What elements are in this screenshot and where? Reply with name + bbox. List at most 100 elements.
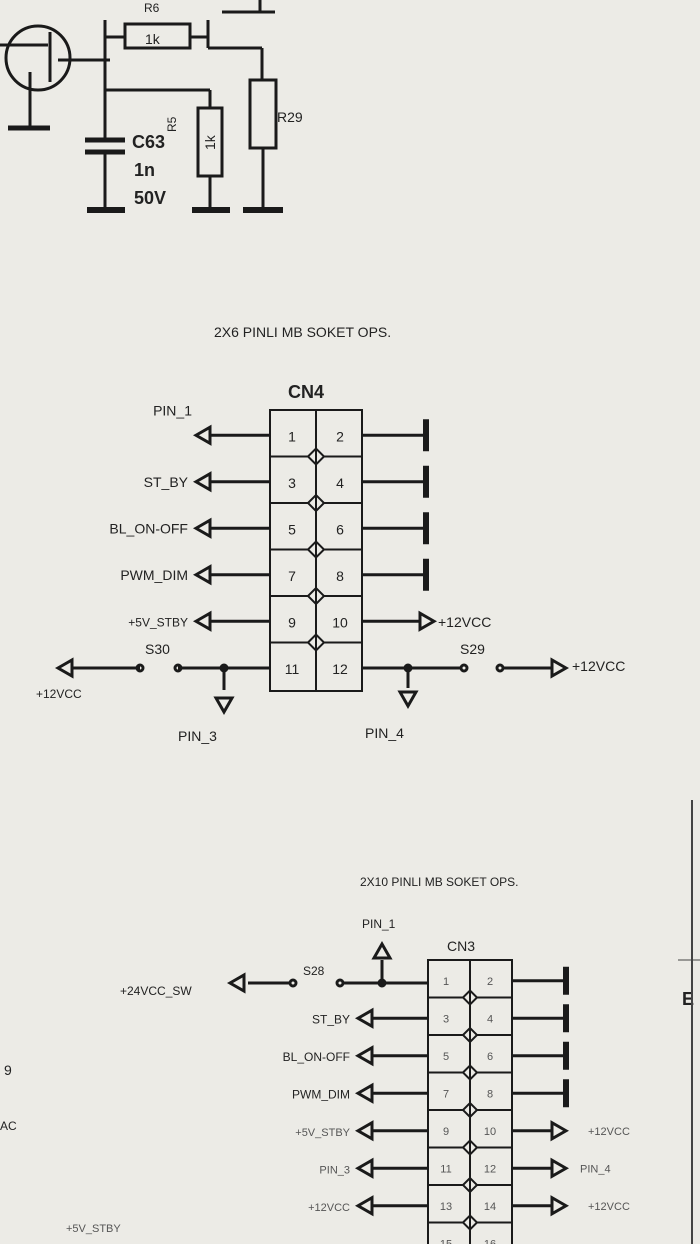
cn3-pin-number: 15	[440, 1238, 452, 1244]
cn4-pin4-arrow-icon	[397, 690, 419, 710]
cn3-wires	[248, 960, 569, 1208]
cn4-pin-diamond	[306, 447, 326, 466]
transistor-symbol	[4, 24, 72, 92]
cn4-title: 2X6 PINLI MB SOKET OPS.	[214, 324, 391, 340]
cn3-output-arrow-icon	[354, 1082, 374, 1104]
cn4-signal-label: PWM_DIM	[120, 567, 188, 583]
cn3-output-arrow-icon	[550, 1157, 570, 1179]
s28-label: S28	[303, 964, 325, 978]
cn3-pin-number: 9	[443, 1126, 449, 1138]
cn4-output-arrow-icon	[192, 564, 212, 586]
cn3-output-arrow-icon	[550, 1195, 570, 1217]
cn4-output-arrow-icon	[192, 424, 212, 446]
r-mid-id: R5	[165, 116, 179, 132]
cn3-signal-label: PIN_3	[319, 1164, 350, 1176]
cn4-s29-node	[459, 663, 469, 673]
cn4-left-power: +12VCC	[36, 687, 82, 701]
c63-value: 1n	[134, 160, 155, 180]
r6-value: 1k	[145, 31, 161, 47]
cn4-pin10-arrow-icon	[418, 610, 438, 632]
cn3-pin-diamond	[461, 1176, 479, 1194]
edge-left-9: 9	[4, 1062, 12, 1078]
cn3-pin-number: 3	[443, 1013, 449, 1025]
cn3-signal-label: +12VCC	[308, 1202, 350, 1214]
cn4-pin-number: 3	[288, 475, 296, 491]
cn4-pin3-arrow-icon	[213, 696, 235, 716]
cn4-pin-number: 9	[288, 614, 296, 630]
cn4-pin-number: 1	[288, 428, 296, 444]
cn4-output-arrow-icon	[192, 610, 212, 632]
cn3-output-arrow-icon	[354, 1157, 374, 1179]
cn3-signal-label: ST_BY	[312, 1012, 350, 1026]
cn3-output-arrow-icon	[550, 1120, 570, 1142]
cn4-pin3-label: PIN_3	[178, 728, 217, 744]
cn4-signal-label: PIN_1	[153, 402, 192, 418]
cn4-pin-number: 7	[288, 568, 296, 584]
cn3-pin-number: 4	[487, 1013, 493, 1025]
s30-label: S30	[145, 641, 170, 657]
cn3-pin-number: 5	[443, 1051, 449, 1063]
cn3-connector-body	[427, 959, 513, 1244]
cn3-bottom-left-label: +5V_STBY	[66, 1223, 121, 1235]
cn3-24v-input: +24VCC_SW	[120, 984, 192, 998]
cn3-pin-diamond	[461, 989, 479, 1006]
r-mid-value: 1k	[202, 134, 218, 150]
cn4-pin-number: 8	[336, 568, 344, 584]
cn4-pin-diamond	[306, 540, 326, 559]
cn3-24v-arrow-icon	[226, 972, 246, 994]
cn3-title: 2X10 PINLI MB SOKET OPS.	[360, 875, 519, 889]
cn4-name: CN4	[288, 382, 324, 402]
cn3-right-signal-label: +12VCC	[588, 1126, 630, 1138]
cn4-wires	[72, 419, 552, 690]
cn3-pin-number: 2	[487, 976, 493, 988]
cn3-pin-number: 11	[440, 1163, 451, 1175]
cn3-output-arrow-icon	[354, 1045, 374, 1067]
cn3-signal-label: BL_ON-OFF	[283, 1050, 350, 1064]
cn4-pin-number: 4	[336, 475, 344, 491]
cn3-pin-number: 16	[484, 1238, 496, 1244]
cn3-signal-label: PWM_DIM	[292, 1087, 350, 1101]
s29-label: S29	[460, 641, 485, 657]
cn3-pin-number: 8	[487, 1088, 493, 1100]
cn4-pin-number: 11	[285, 661, 300, 677]
cn3-output-arrow-icon	[354, 1120, 374, 1142]
cn3-pin-diamond	[461, 1139, 479, 1156]
cn4-signal-label: ST_BY	[144, 474, 189, 490]
cn4-left-power-arrow-icon	[54, 657, 74, 679]
cn3-s28-node	[335, 978, 345, 988]
cn3-pin-diamond	[461, 1064, 479, 1081]
cn4-pin-diamond	[306, 633, 326, 652]
cn3-pin-number: 14	[484, 1201, 496, 1213]
cn3-pin1-label: PIN_1	[362, 917, 396, 931]
cn3-signal-label: +5V_STBY	[295, 1127, 350, 1139]
resistor-r29	[248, 78, 278, 150]
cn3-pin-diamond	[461, 1101, 479, 1119]
cn3-name: CN3	[447, 938, 475, 954]
cn4-right-power-arrow-icon	[550, 657, 570, 679]
cn3-pin1-arrow-icon	[371, 940, 393, 960]
edge-left-ac: AC	[0, 1119, 17, 1133]
cn3-pin-diamond	[461, 1026, 479, 1044]
cn3-pin-number: 1	[443, 976, 449, 988]
c63-label: C63	[132, 132, 165, 152]
cn4-pin-number: 2	[336, 428, 344, 444]
r29-label: R29	[277, 109, 303, 125]
cn4-pin10-signal: +12VCC	[438, 614, 491, 630]
cn4-pin-number: 12	[332, 661, 348, 677]
cn4-pin-diamond	[306, 493, 326, 513]
cn4-signal-label: +5V_STBY	[128, 615, 188, 629]
cn4-pin-number: 5	[288, 521, 296, 537]
cn3-s28-node	[288, 978, 298, 988]
r6-id: R6	[144, 1, 160, 15]
cn3-pin-number: 12	[484, 1163, 496, 1175]
cn4-pin4-label: PIN_4	[365, 725, 404, 741]
cn4-pin-number: 10	[332, 614, 348, 630]
cn3-right-signal-label: +12VCC	[588, 1201, 630, 1213]
cn4-pin-diamond	[306, 586, 326, 606]
cn4-s30-node	[135, 663, 145, 673]
cn4-pin-number: 6	[336, 521, 344, 537]
cn3-pin-number: 13	[440, 1201, 452, 1213]
cn4-output-arrow-icon	[192, 517, 212, 539]
cn4-connector-body	[269, 409, 363, 692]
